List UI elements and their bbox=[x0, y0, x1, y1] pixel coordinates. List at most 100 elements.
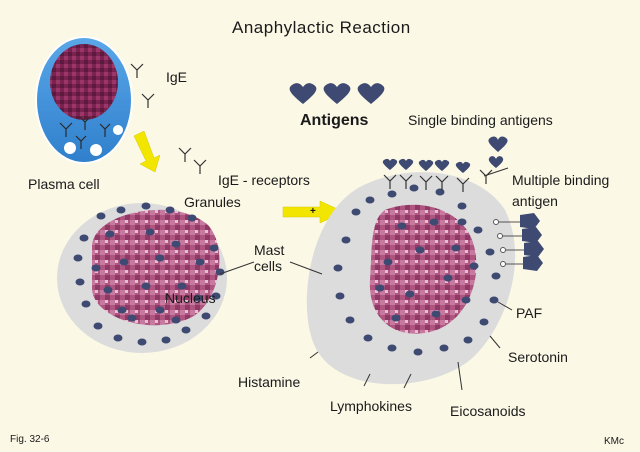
granule bbox=[193, 294, 203, 302]
granule bbox=[345, 316, 355, 324]
paf-label: PAF bbox=[516, 305, 543, 321]
granule bbox=[155, 306, 165, 314]
granule bbox=[429, 218, 439, 226]
granule bbox=[485, 248, 495, 256]
granule bbox=[105, 230, 115, 238]
granule bbox=[413, 348, 423, 356]
ige-label: IgE bbox=[166, 69, 188, 85]
granule bbox=[165, 206, 175, 214]
plasma-cell-label: Plasma cell bbox=[28, 176, 100, 192]
granule bbox=[479, 318, 489, 326]
granule bbox=[375, 284, 385, 292]
granule bbox=[391, 314, 401, 322]
granule bbox=[141, 202, 151, 210]
granule bbox=[383, 258, 393, 266]
lymphokines-label: Lymphokines bbox=[330, 398, 412, 414]
granule bbox=[211, 292, 221, 300]
granule bbox=[141, 282, 151, 290]
mast-cells-label-line2: cells bbox=[254, 258, 283, 274]
granule bbox=[461, 296, 471, 304]
granule bbox=[387, 344, 397, 352]
granule bbox=[171, 240, 181, 248]
histamine-label: Histamine bbox=[238, 374, 301, 390]
single-binding-antigens-label: Single binding antigens bbox=[408, 112, 553, 128]
granule bbox=[75, 278, 85, 286]
granule bbox=[155, 254, 165, 262]
serotonin-label: Serotonin bbox=[508, 349, 568, 365]
granule bbox=[365, 196, 375, 204]
plasma-cell bbox=[35, 36, 133, 164]
granule bbox=[81, 300, 91, 308]
ige-receptors-bound bbox=[383, 169, 493, 192]
granule bbox=[415, 246, 425, 254]
figure-number: Fig. 32-6 bbox=[10, 434, 50, 445]
nucleus-label: Nucleus bbox=[165, 290, 216, 306]
granule bbox=[335, 292, 345, 300]
granules-label: Granules bbox=[184, 194, 241, 210]
granule bbox=[491, 272, 501, 280]
granules-left bbox=[73, 202, 225, 346]
leader-lines bbox=[219, 167, 513, 391]
granule bbox=[463, 336, 473, 344]
granule bbox=[443, 274, 453, 282]
granule bbox=[439, 344, 449, 352]
antigens-free bbox=[289, 83, 508, 168]
single-binding-antigens-bound bbox=[382, 158, 471, 173]
granules-right bbox=[333, 184, 501, 356]
granule bbox=[473, 226, 483, 234]
granule bbox=[161, 336, 171, 344]
multiple-binding-label-line2: antigen bbox=[512, 193, 558, 209]
granule bbox=[333, 264, 343, 272]
granule bbox=[113, 334, 123, 342]
granule bbox=[363, 334, 373, 342]
granule bbox=[116, 206, 126, 214]
granule bbox=[431, 310, 441, 318]
granule bbox=[351, 208, 361, 216]
granule bbox=[187, 214, 197, 222]
arrow-plasma-to-mast bbox=[133, 130, 161, 173]
granule bbox=[119, 258, 129, 266]
multiple-binding-label-line1: Multiple binding bbox=[512, 172, 610, 188]
granule bbox=[405, 290, 415, 298]
granule bbox=[215, 268, 225, 276]
granule bbox=[91, 264, 101, 272]
multiple-binding-antigen bbox=[493, 213, 544, 271]
mast-cell-right bbox=[306, 172, 516, 385]
granule bbox=[209, 244, 219, 252]
granule bbox=[103, 286, 113, 294]
plus-sign: + bbox=[310, 206, 316, 217]
granule bbox=[469, 262, 479, 270]
granule bbox=[127, 314, 137, 322]
granule bbox=[397, 222, 407, 230]
granule bbox=[177, 282, 187, 290]
granule bbox=[201, 312, 211, 320]
granule bbox=[489, 296, 499, 304]
granule bbox=[409, 184, 419, 192]
granule bbox=[73, 254, 83, 262]
granule bbox=[451, 244, 461, 252]
antigens-label: Antigens bbox=[300, 112, 369, 129]
free-ige-antibodies bbox=[130, 63, 207, 174]
granule bbox=[145, 228, 155, 236]
granule bbox=[387, 190, 397, 198]
eicosanoids-label: Eicosanoids bbox=[450, 403, 526, 419]
granule bbox=[117, 306, 127, 314]
granule bbox=[181, 326, 191, 334]
mast-cells-label-line1: Mast bbox=[254, 242, 285, 258]
granule bbox=[341, 236, 351, 244]
ige-antibodies-in-plasma-cell bbox=[59, 116, 111, 149]
author-initials: KMc bbox=[604, 436, 624, 447]
granule bbox=[171, 316, 181, 324]
granule bbox=[137, 338, 147, 346]
granule bbox=[435, 188, 445, 196]
mast-cell-left bbox=[57, 203, 227, 353]
ige-receptors-label: IgE - receptors bbox=[218, 172, 310, 188]
granule bbox=[457, 218, 467, 226]
granule bbox=[195, 258, 205, 266]
granule bbox=[457, 202, 467, 210]
granule bbox=[93, 322, 103, 330]
granule bbox=[96, 212, 106, 220]
granule bbox=[79, 234, 89, 242]
